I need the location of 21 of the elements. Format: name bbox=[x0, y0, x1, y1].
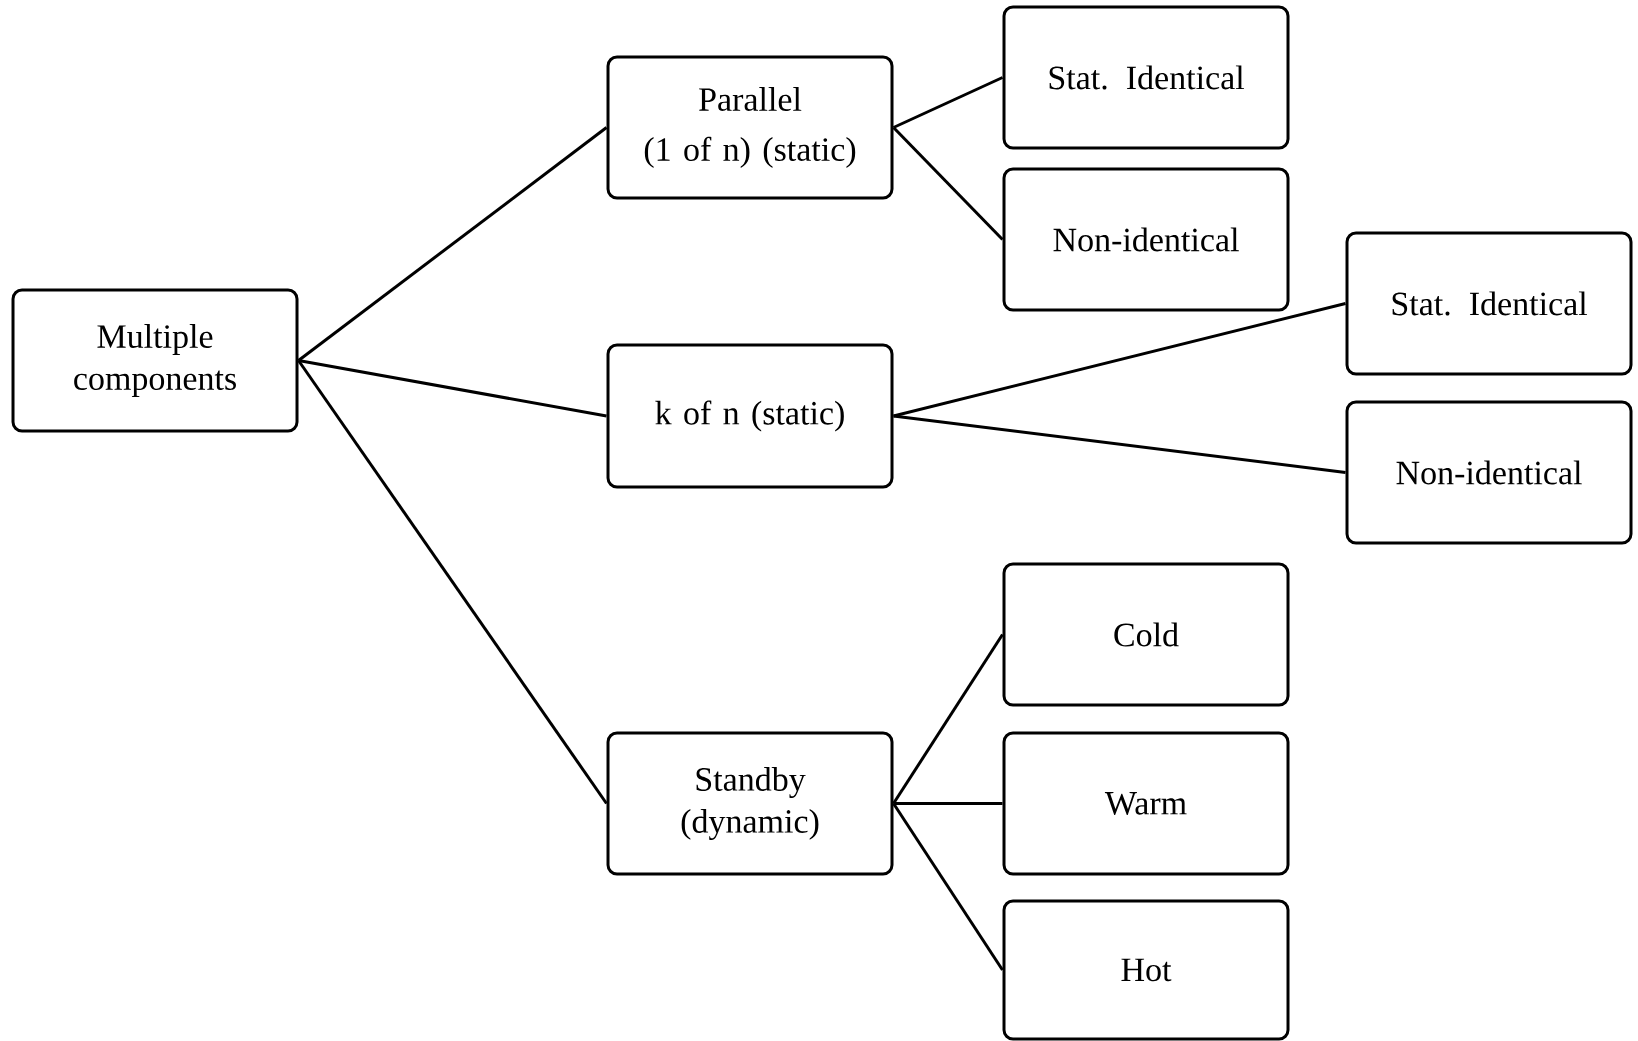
connector-line bbox=[297, 359, 608, 805]
connector-line bbox=[297, 126, 608, 362]
connector-line bbox=[893, 302, 1346, 418]
connector-line bbox=[892, 802, 1004, 971]
box: Standby (dynamic) bbox=[606, 731, 894, 876]
box: Multiple components bbox=[11, 288, 299, 433]
connector-line bbox=[892, 76, 1004, 129]
box: Cold bbox=[1002, 562, 1290, 707]
box: Hot bbox=[1002, 899, 1290, 1041]
box: Stat. Identical bbox=[1345, 231, 1633, 376]
box: Non-identical bbox=[1002, 167, 1290, 312]
connector-line bbox=[893, 802, 1003, 805]
box: Stat. Identical bbox=[1002, 5, 1290, 150]
box: Non-identical bbox=[1345, 400, 1633, 545]
box: Warm bbox=[1002, 731, 1290, 876]
box: Parallel (1 of n) (static) bbox=[606, 55, 894, 200]
connector-line bbox=[893, 414, 1346, 474]
connector-line bbox=[892, 633, 1004, 805]
connector-line bbox=[892, 126, 1004, 241]
connector-line bbox=[298, 359, 607, 418]
box: k of n (static) bbox=[606, 343, 894, 489]
